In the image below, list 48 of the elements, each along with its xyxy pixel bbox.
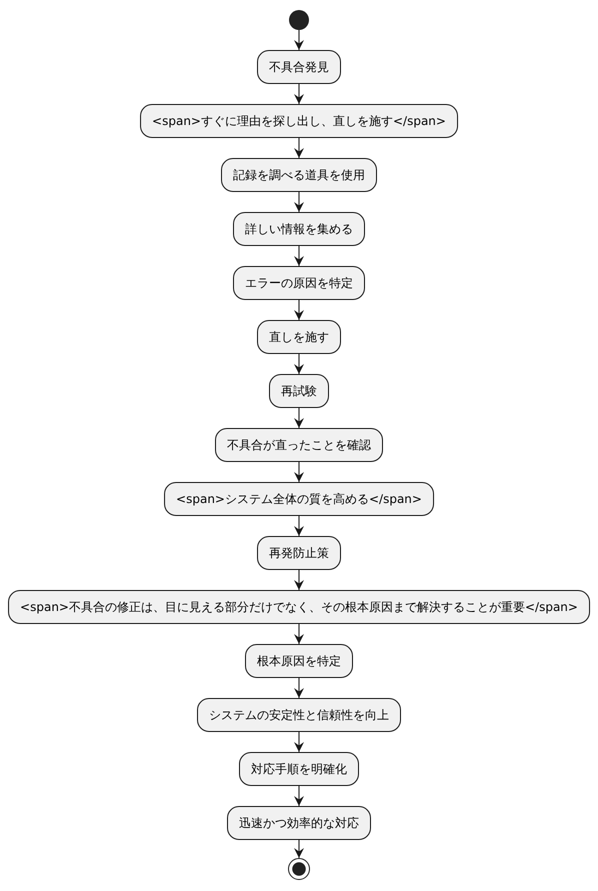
action-text: 不具合発見 (269, 60, 329, 74)
action-text: 詳しい情報を集める (245, 222, 353, 236)
action-text: <span>すぐに理由を探し出し、直しを施す</span> (152, 114, 446, 128)
action-text: <span>システム全体の質を高める</span> (176, 492, 422, 506)
action-text: <span>不具合の修正は、目に見える部分だけでなく、その根本原因まで解決することが重要</span> (20, 600, 578, 614)
action-text: エラーの原因を特定 (245, 276, 353, 290)
action-box (239, 752, 359, 786)
action-box (227, 806, 371, 840)
arrow (294, 732, 304, 752)
action-text: 直しを施す (269, 330, 329, 344)
action-box (233, 266, 365, 300)
arrow (294, 246, 304, 266)
arrow (294, 786, 304, 806)
action-box (269, 374, 329, 408)
arrow (294, 192, 304, 212)
action-box (215, 428, 383, 462)
action-box (257, 320, 341, 354)
arrow (294, 516, 304, 536)
action-box (257, 536, 341, 570)
action-text: 不具合が直ったことを確認 (227, 438, 371, 452)
arrow (294, 678, 304, 698)
arrow (294, 30, 304, 50)
arrow (294, 624, 304, 644)
action-text: 迅速かつ効率的な対応 (239, 816, 359, 830)
arrow (294, 138, 304, 158)
arrow (294, 354, 304, 374)
arrow (294, 84, 304, 104)
arrow (294, 408, 304, 428)
arrow (294, 300, 304, 320)
start-circle (289, 10, 309, 30)
action-text: 記録を調べる道具を使用 (233, 168, 365, 182)
action-text: 対応手順を明確化 (251, 762, 347, 776)
action-box (245, 644, 353, 678)
action-text: 再試験 (281, 384, 317, 398)
arrow (294, 462, 304, 482)
action-box (221, 158, 377, 192)
action-box (164, 482, 434, 516)
action-box (233, 212, 365, 246)
action-text: 再発防止策 (269, 546, 329, 560)
action-box (140, 104, 458, 138)
action-text: 根本原因を特定 (257, 654, 341, 668)
arrow (294, 840, 304, 858)
action-box (8, 590, 590, 624)
action-box (257, 50, 341, 84)
action-text: システムの安定性と信頼性を向上 (209, 708, 389, 722)
action-box (197, 698, 401, 732)
end-circle (288, 858, 310, 880)
arrow (294, 570, 304, 590)
